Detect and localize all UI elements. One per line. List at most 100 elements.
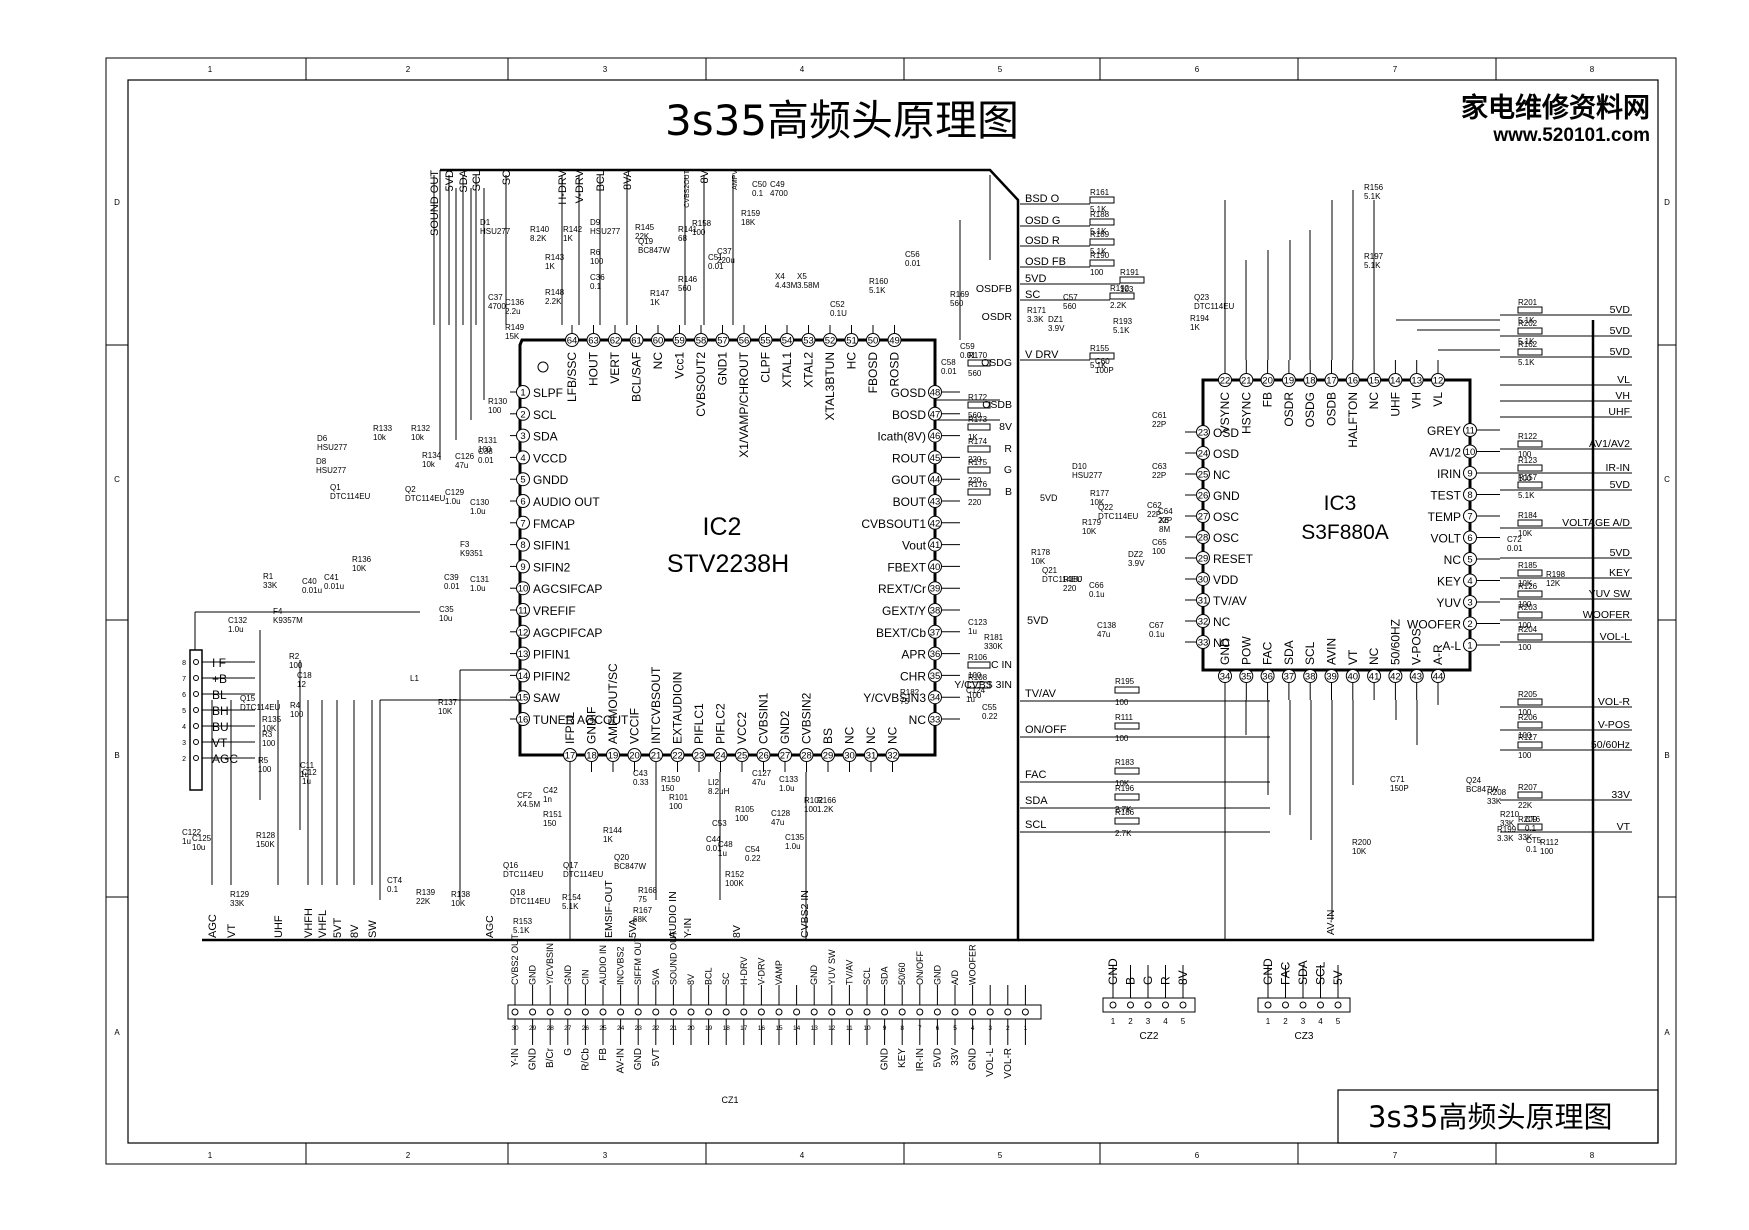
resistor xyxy=(1517,569,1543,577)
pin-marker xyxy=(1463,466,1477,480)
cz1-bottom-label: GND xyxy=(968,1048,979,1070)
cz2-body xyxy=(1102,997,1196,1013)
resistor-value: 5.1K xyxy=(1090,227,1107,236)
grid-col-label: 1 xyxy=(208,65,213,74)
ic2-pin-label: INTCVBSOUT xyxy=(649,666,663,744)
cz1-pin xyxy=(810,1008,818,1016)
pin-marker xyxy=(516,646,530,661)
ic2-pin-label: ROUT xyxy=(892,451,927,465)
component-value: 1.0u xyxy=(445,497,461,506)
component-value: 0.1 xyxy=(387,885,399,894)
component-ref: R180 xyxy=(1063,575,1083,584)
pin-number: 50 xyxy=(868,336,879,347)
pin-marker xyxy=(1196,635,1210,649)
ic2-pin-label: Icath(8V) xyxy=(877,430,926,444)
cz1-pin-number: 23 xyxy=(635,1025,643,1032)
component-value: 8.2uH xyxy=(708,787,730,796)
resistor xyxy=(1089,196,1115,204)
component-ref: D10 xyxy=(1072,462,1087,471)
component-value: 150K xyxy=(256,840,275,849)
cz2-pin xyxy=(1144,1001,1152,1009)
pin-number: 15 xyxy=(518,693,529,704)
pin-marker xyxy=(887,333,902,347)
pin-number: 40 xyxy=(930,562,941,573)
ic3-pin-label: WOOFER xyxy=(1407,618,1461,632)
component-value: 1K xyxy=(1190,323,1200,332)
mid-net-label: FAC xyxy=(1025,769,1046,781)
cz1-bottom-label: R/Cb xyxy=(580,1048,591,1071)
cz1-pin-number: 1 xyxy=(1024,1025,1028,1032)
resistor-value: 5.1K xyxy=(1518,337,1535,346)
pin-number: 23 xyxy=(1198,428,1209,439)
cz1-pin-number: 29 xyxy=(529,1025,537,1032)
ic3-pin-label: GREY xyxy=(1427,424,1461,438)
ic2-pin-label: GND2 xyxy=(778,710,792,744)
mid-net-label: SCL xyxy=(1025,819,1046,831)
cz1-body xyxy=(507,1004,1042,1020)
component-ref: C63 xyxy=(1152,462,1167,471)
component-value: 10u xyxy=(192,843,205,852)
cz3-pin xyxy=(1264,1001,1272,1009)
component-value: 0.01u xyxy=(324,582,344,591)
grid-row-label: C xyxy=(114,475,120,484)
resistor xyxy=(1517,306,1543,314)
component-value: 330K xyxy=(984,642,1003,651)
ic2-pin-label: SCL xyxy=(533,408,557,422)
component-ref: C66 xyxy=(1089,581,1104,590)
grid-col-label: 4 xyxy=(800,1151,805,1160)
pin-marker xyxy=(1388,373,1403,387)
pin-marker xyxy=(1463,423,1477,437)
resistor-ref: R122 xyxy=(1518,432,1538,441)
pin-marker xyxy=(1260,373,1275,387)
pin-number: 36 xyxy=(930,649,941,660)
component-ref: C40 xyxy=(302,577,317,586)
component-ref: C128 xyxy=(771,809,791,818)
cz1-pin xyxy=(969,1008,977,1016)
component-value: 47u xyxy=(1097,630,1110,639)
resistor-ref: R126 xyxy=(1518,582,1538,591)
right-net-label: VH xyxy=(1615,390,1630,402)
component-value: 10K xyxy=(451,899,466,908)
component-ref: C127 xyxy=(752,769,772,778)
ic3-pin-label: NC xyxy=(1213,468,1231,482)
component-ref: CT4 xyxy=(387,876,403,885)
resistor-ref: R191 xyxy=(1120,268,1140,277)
component-ref: R181 xyxy=(984,633,1004,642)
component-ref: C58 xyxy=(941,358,956,367)
component-ref: R179 xyxy=(1082,518,1102,527)
component-ref: LI2 xyxy=(708,778,720,787)
pin-marker xyxy=(928,712,942,726)
pin-number: 55 xyxy=(760,336,771,347)
pin-marker xyxy=(651,333,665,347)
component-value: HSU277 xyxy=(316,466,347,475)
osd-net-label: BSD O xyxy=(1025,193,1060,205)
component-value: 1K xyxy=(650,298,660,307)
cz1-top-label: Y/CVBSIN xyxy=(545,943,555,985)
component-ref: C133 xyxy=(779,775,799,784)
component-value: 0.01u xyxy=(302,586,322,595)
right-net-label: 5VD xyxy=(1610,547,1631,559)
right-net-label: 5VD xyxy=(1610,325,1631,337)
pin-marker xyxy=(1239,373,1254,387)
resistor xyxy=(967,488,991,496)
resistor xyxy=(1089,259,1115,267)
resistor-ref: R195 xyxy=(1115,677,1135,686)
component-ref: R208 xyxy=(1487,788,1507,797)
pin-marker xyxy=(844,333,859,347)
component-ref: C124 xyxy=(966,686,986,695)
pin-marker xyxy=(516,406,530,421)
grid-row-label: B xyxy=(114,751,119,760)
ic2-pin-label: GOUT xyxy=(891,473,926,487)
component-ref: R128 xyxy=(256,831,276,840)
grid-row-label: A xyxy=(114,1028,120,1037)
component-value: K9357M xyxy=(273,616,303,625)
grid-row-label: D xyxy=(114,198,120,207)
resistor-value: 2.2K xyxy=(1110,301,1127,310)
component-ref: R160 xyxy=(869,277,889,286)
title-block: 3s35高频头原理图 xyxy=(1337,1089,1659,1144)
component-ref: C131 xyxy=(470,575,490,584)
component-ref: Q16 xyxy=(503,861,519,870)
ic2-pin-label: CVBSIN1 xyxy=(757,692,771,744)
pin-number: 38 xyxy=(1305,672,1316,683)
